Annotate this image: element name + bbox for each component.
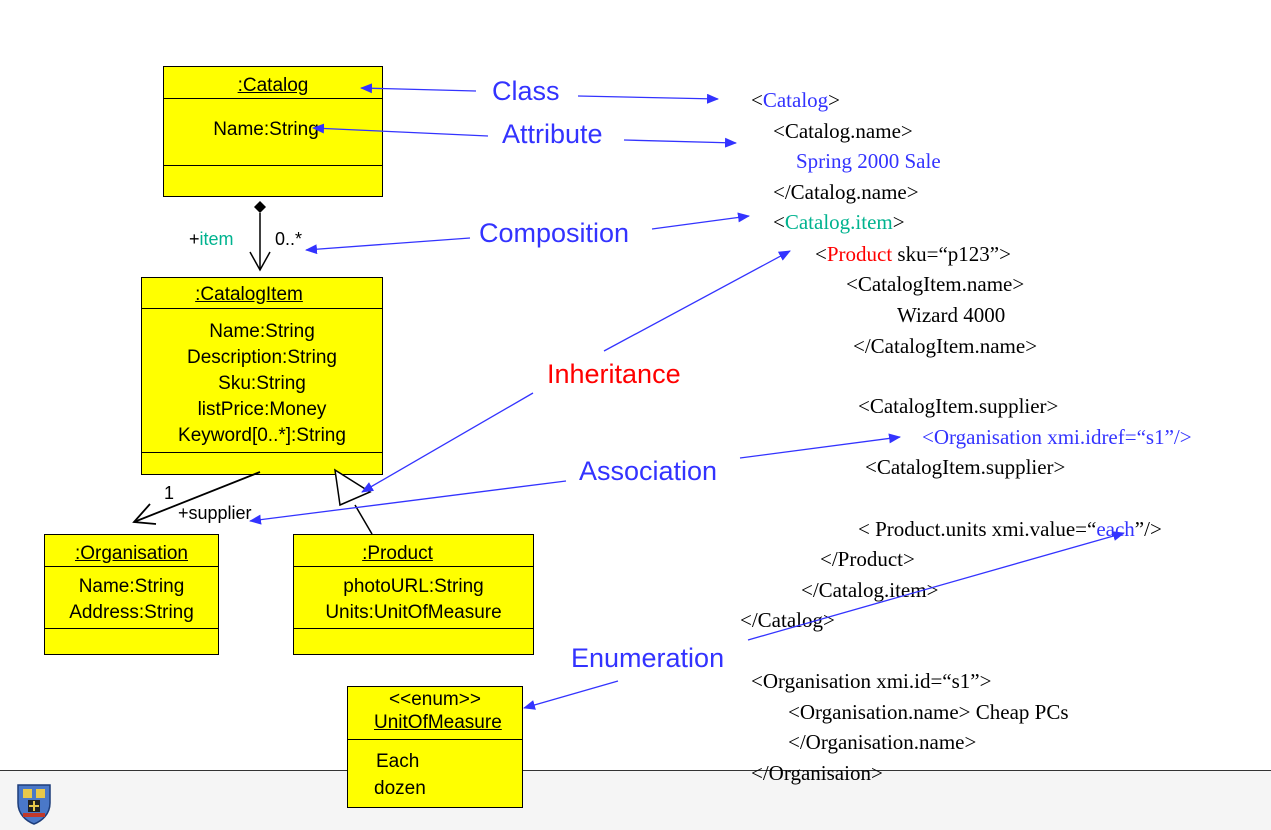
item-role-prefix: +	[189, 229, 200, 249]
arrow-inheritance-down	[361, 392, 534, 493]
supplier-multiplicity: 1	[164, 483, 175, 503]
label-class: Class	[492, 76, 560, 106]
arrow-composition-left	[305, 237, 471, 255]
arrow-composition-right	[651, 212, 750, 230]
xml-line: Wizard 4000	[897, 303, 1006, 327]
arrow-attribute-left	[312, 123, 489, 137]
class-product-name: :Product	[362, 543, 433, 564]
catalog-item-attr: Keyword[0..*]:String	[178, 425, 346, 446]
class-organisation: :Organisation Name:String Address:String	[44, 534, 219, 655]
label-attribute: Attribute	[502, 119, 603, 149]
xml-line: </Organisation.name>	[788, 730, 977, 754]
catalog-item-attr: Name:String	[209, 321, 315, 342]
composition-arrowhead	[249, 251, 271, 272]
association-line	[133, 471, 261, 523]
xml-line: <Organisation xmi.idref=“s1”/>	[922, 425, 1192, 449]
xml-line: </Catalog.name>	[773, 180, 919, 204]
association-arrowhead	[132, 503, 157, 525]
arrow-attribute-right	[623, 137, 737, 148]
arrow-enumeration-left	[523, 680, 619, 710]
organisation-attr: Address:String	[69, 602, 194, 623]
class-unit-of-measure: <<enum>> UnitOfMeasure Each dozen	[347, 686, 523, 808]
arrow-association-right	[739, 433, 901, 459]
class-catalog-item-name: :CatalogItem	[195, 284, 303, 305]
arrow-association-left	[249, 480, 567, 525]
product-attr: Units:UnitOfMeasure	[325, 602, 502, 623]
class-catalog-name: :Catalog	[237, 75, 309, 96]
product-attr: photoURL:String	[343, 576, 484, 597]
xml-line: <Catalog>	[751, 88, 841, 112]
item-role-label: +item	[189, 229, 234, 250]
arrow-class-left	[360, 83, 477, 94]
enum-name: UnitOfMeasure	[374, 712, 502, 733]
label-enumeration: Enumeration	[571, 643, 725, 673]
composition-diamond	[254, 201, 266, 213]
enum-value: dozen	[374, 778, 426, 799]
xml-line: </CatalogItem.name>	[853, 334, 1038, 358]
catalog-item-attr: Description:String	[187, 347, 337, 368]
label-composition: Composition	[479, 218, 630, 248]
xml-line: </Organisaion>	[751, 761, 883, 785]
crest-icon	[17, 784, 51, 825]
enum-stereotype: <<enum>>	[389, 689, 481, 710]
class-catalog-attr: Name:String	[213, 119, 319, 140]
xml-line: Spring 2000 Sale	[796, 149, 941, 173]
class-catalog: :Catalog Name:String	[163, 66, 383, 197]
xml-line: < Product.units xmi.value=“each”/>	[858, 517, 1162, 541]
arrow-class-right	[577, 93, 719, 104]
class-catalog-item: :CatalogItem Name:String Description:Str…	[141, 277, 383, 475]
label-association: Association	[579, 456, 718, 486]
generalization-line	[354, 504, 373, 535]
arrow-enumeration-right	[747, 531, 1125, 641]
class-product: :Product photoURL:String Units:UnitOfMea…	[293, 534, 534, 655]
supplier-role-label: +supplier	[178, 503, 252, 523]
xml-line: <Product sku=“p123”>	[815, 242, 1011, 266]
item-multiplicity: 0..*	[275, 229, 303, 249]
label-inheritance: Inheritance	[547, 359, 681, 389]
organisation-attr: Name:String	[78, 576, 185, 597]
generalization-triangle	[334, 468, 372, 507]
enum-value: Each	[376, 751, 420, 772]
catalog-item-attr: listPrice:Money	[197, 399, 327, 420]
xml-line: <Catalog.name>	[773, 119, 913, 143]
class-organisation-name: :Organisation	[74, 543, 188, 564]
xml-panel	[737, 80, 1271, 798]
xml-line: <Catalog.item>	[773, 210, 905, 234]
xml-line: </Catalog.item>	[801, 578, 939, 602]
xml-line: <Organisation.name> Cheap PCs	[788, 700, 1069, 724]
xml-line: <CatalogItem.supplier>	[865, 455, 1066, 479]
xml-line: <CatalogItem.name>	[846, 272, 1025, 296]
xml-line: <CatalogItem.supplier>	[858, 394, 1059, 418]
xml-line: <Organisation xmi.id=“s1”>	[751, 669, 992, 693]
arrow-inheritance-up	[603, 250, 791, 352]
catalog-item-attr: Sku:String	[218, 373, 306, 394]
footer-bar	[0, 770, 1271, 830]
xml-line: </Product>	[820, 547, 915, 571]
item-role-name: item	[199, 229, 234, 249]
